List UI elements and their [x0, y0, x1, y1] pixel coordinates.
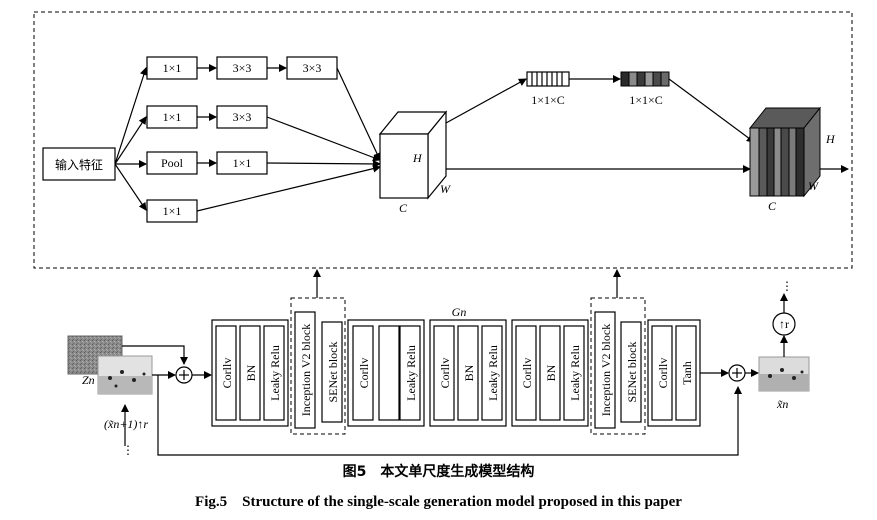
upsample-ellipsis: ⋮ — [781, 279, 793, 293]
diagram-canvas: 输入特征 1×1 3×3 3×3 1×1 3×3 Pool 1×1 1×1 H … — [33, 11, 853, 457]
input-ellipsis: ⋮ — [122, 443, 134, 457]
block4-layer1: Corllv — [438, 358, 452, 389]
block5-layer3: Leaky Relu — [568, 345, 582, 401]
se-squeeze-bar — [526, 71, 570, 87]
branch4-arrow — [114, 163, 147, 211]
upsample-label: ↑r — [779, 317, 789, 331]
input-label: (x̃n+1)↑r — [104, 417, 148, 431]
gn-label: Gn — [452, 305, 467, 319]
branch2-arrow — [114, 116, 147, 165]
block2-senet: SENet block — [326, 342, 340, 403]
inception-panel-border — [33, 11, 853, 269]
merge-arrow-3 — [266, 159, 381, 168]
block7-layer2: Tanh — [680, 361, 694, 385]
block6-inception: Inception V2 block — [599, 324, 613, 416]
cube-c-label: C — [399, 201, 408, 215]
block1-layer3: Leaky Relu — [268, 345, 282, 401]
noise-label: Zn — [82, 373, 95, 387]
cube-h-label: H — [412, 151, 423, 165]
branch1-arrow — [114, 67, 148, 165]
output-label: x̃n — [776, 397, 788, 411]
branch1-conv1-label: 1×1 — [163, 61, 182, 75]
block7-layer1: Corllv — [656, 358, 670, 389]
merge-arrow-1 — [336, 67, 381, 161]
se-excite-bar — [620, 71, 670, 87]
feature-cube — [378, 110, 448, 200]
block5-layer2: BN — [544, 364, 558, 381]
branch1-conv3-label: 3×3 — [303, 61, 322, 75]
branch2-conv1-label: 1×1 — [163, 110, 182, 124]
output-image — [758, 356, 810, 392]
se-squeeze-label: 1×1×C — [531, 93, 565, 107]
block3-layer2: Leaky Relu — [404, 345, 418, 401]
output-h-label: H — [825, 132, 836, 146]
block4-layer3: Leaky Relu — [486, 345, 500, 401]
merge-arrow-2 — [266, 116, 381, 162]
cube-w-label: W — [440, 182, 451, 196]
output-w-label: W — [808, 179, 819, 193]
input-image — [97, 355, 153, 395]
branch4-conv-label: 1×1 — [163, 204, 182, 218]
merge-arrow-4 — [196, 164, 381, 212]
caption-chinese: 图5 本文单尺度生成模型结构 — [342, 464, 535, 480]
se-scale-arrow — [668, 78, 755, 143]
branch1-conv2-label: 3×3 — [233, 61, 252, 75]
noise-to-adder — [122, 345, 188, 365]
block6-senet: SENet block — [625, 342, 639, 403]
branch3-pool-label: Pool — [161, 156, 184, 170]
caption-english: Fig.5 Structure of the single-scale gene… — [195, 494, 682, 510]
block4-layer2: BN — [462, 364, 476, 381]
block6-dashed — [590, 297, 646, 435]
block1-layer1: Corllv — [220, 358, 234, 389]
block2-inception: Inception V2 block — [299, 324, 313, 416]
output-feature-stack — [748, 106, 822, 198]
branch3-conv-label: 1×1 — [233, 156, 252, 170]
block2-dashed — [290, 297, 346, 435]
block1-layer2: BN — [244, 364, 258, 381]
input-features-label: 输入特征 — [55, 157, 103, 172]
block3-layer1: Corllv — [357, 358, 371, 389]
branch2-conv2-label: 3×3 — [233, 110, 252, 124]
se-squeeze-arrow — [445, 78, 527, 124]
skip-connection — [157, 375, 742, 456]
se-excite-label: 1×1×C — [629, 93, 663, 107]
output-c-label: C — [768, 199, 777, 213]
block5-layer1: Corllv — [520, 358, 534, 389]
